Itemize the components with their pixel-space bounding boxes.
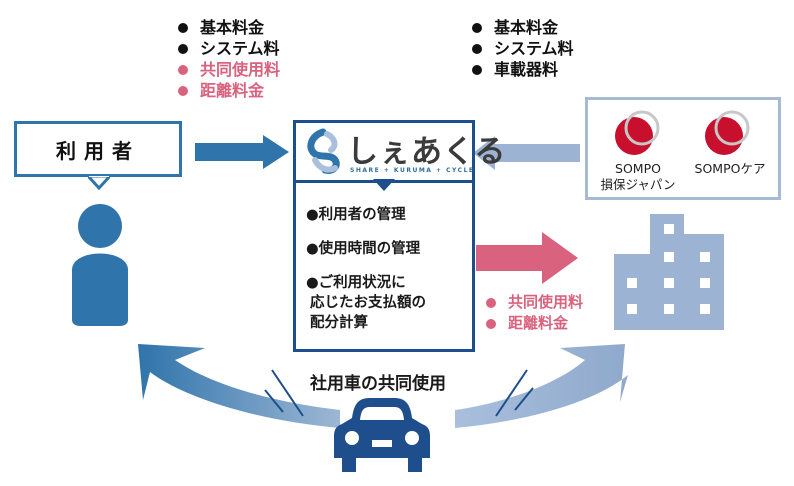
bullet-icon — [472, 43, 482, 54]
bullet-icon — [472, 22, 482, 33]
bullet-icon — [178, 85, 188, 96]
fees-to-platform-list: 基本料金 システム料 共同使用料 距離料金 — [178, 17, 280, 101]
arrow-left-icon — [473, 136, 580, 170]
platform-logo-subtitle: SHARE + KURUMA + CYCLE — [350, 167, 475, 174]
feature-item: ●使用時間の管理 — [306, 241, 421, 257]
platform-features-box: ●利用者の管理 ●使用時間の管理 ●ご利用状況に 応じたお支払額の 配分計算 — [293, 180, 475, 352]
payout-label: 共同使用料 — [508, 293, 584, 311]
curved-arrow-left — [138, 344, 340, 428]
user-label-box: 利用者 — [14, 121, 182, 177]
fee-item: 基本料金 — [178, 17, 280, 38]
fee-label: システム料 — [494, 39, 574, 58]
fee-item: 車載器料 — [472, 59, 574, 80]
speech-tail-icon — [88, 176, 110, 190]
payout-label: 距離料金 — [508, 314, 569, 332]
feature-item: ●利用者の管理 — [306, 207, 406, 223]
bullet-icon — [178, 22, 188, 33]
fee-label: システム料 — [200, 39, 280, 58]
user-label: 利用者 — [56, 138, 140, 163]
bullet-icon — [486, 318, 496, 329]
payout-list: 共同使用料 距離料金 — [486, 292, 583, 334]
fee-label: 基本料金 — [494, 18, 559, 37]
sompo-japan-label-line2: 損保ジャパン — [600, 177, 676, 192]
fee-item: 距離料金 — [178, 80, 280, 101]
fee-item: システム料 — [472, 38, 574, 59]
building-icon — [614, 214, 724, 330]
fee-item: システム料 — [178, 38, 280, 59]
feature-item: ●ご利用状況に — [306, 275, 406, 291]
fee-item: 共同使用料 — [178, 59, 280, 80]
sompo-japan-logo-icon — [615, 110, 660, 155]
feature-item-cont: 応じたお支払額の — [310, 295, 426, 311]
person-icon — [72, 204, 128, 326]
sompo-japan-label: SOMPO 損保ジャパン — [598, 161, 678, 193]
sompo-care-logo-icon — [705, 110, 750, 155]
car-icon — [334, 398, 430, 472]
company-logos-box — [585, 97, 781, 200]
fee-label: 基本料金 — [200, 18, 265, 37]
arrow-right-icon — [195, 135, 289, 169]
shiekuru-logo-icon — [307, 128, 340, 174]
fees-from-company-list: 基本料金 システム料 車載器料 — [472, 17, 574, 80]
sompo-japan-label-line1: SOMPO — [615, 161, 661, 176]
motion-lines-icon — [264, 369, 534, 417]
payout-item: 距離料金 — [486, 313, 583, 334]
payout-arrow-icon — [476, 232, 578, 284]
bullet-icon — [486, 297, 496, 308]
fee-label: 距離料金 — [200, 81, 265, 100]
speech-tail-icon — [373, 179, 395, 191]
shared-car-label: 社用車の共同使用 — [310, 374, 446, 394]
platform-logo-text: しぇあくる — [347, 134, 507, 170]
sompo-care-label: SOMPOケア — [694, 161, 766, 176]
bullet-icon — [472, 64, 482, 75]
payout-item: 共同使用料 — [486, 292, 583, 313]
curved-arrow-right — [455, 344, 628, 428]
feature-item-cont: 配分計算 — [310, 315, 368, 331]
fee-label: 共同使用料 — [200, 60, 281, 79]
fee-item: 基本料金 — [472, 17, 574, 38]
bullet-icon — [178, 43, 188, 54]
fee-label: 車載器料 — [494, 60, 559, 79]
bullet-icon — [178, 64, 188, 75]
